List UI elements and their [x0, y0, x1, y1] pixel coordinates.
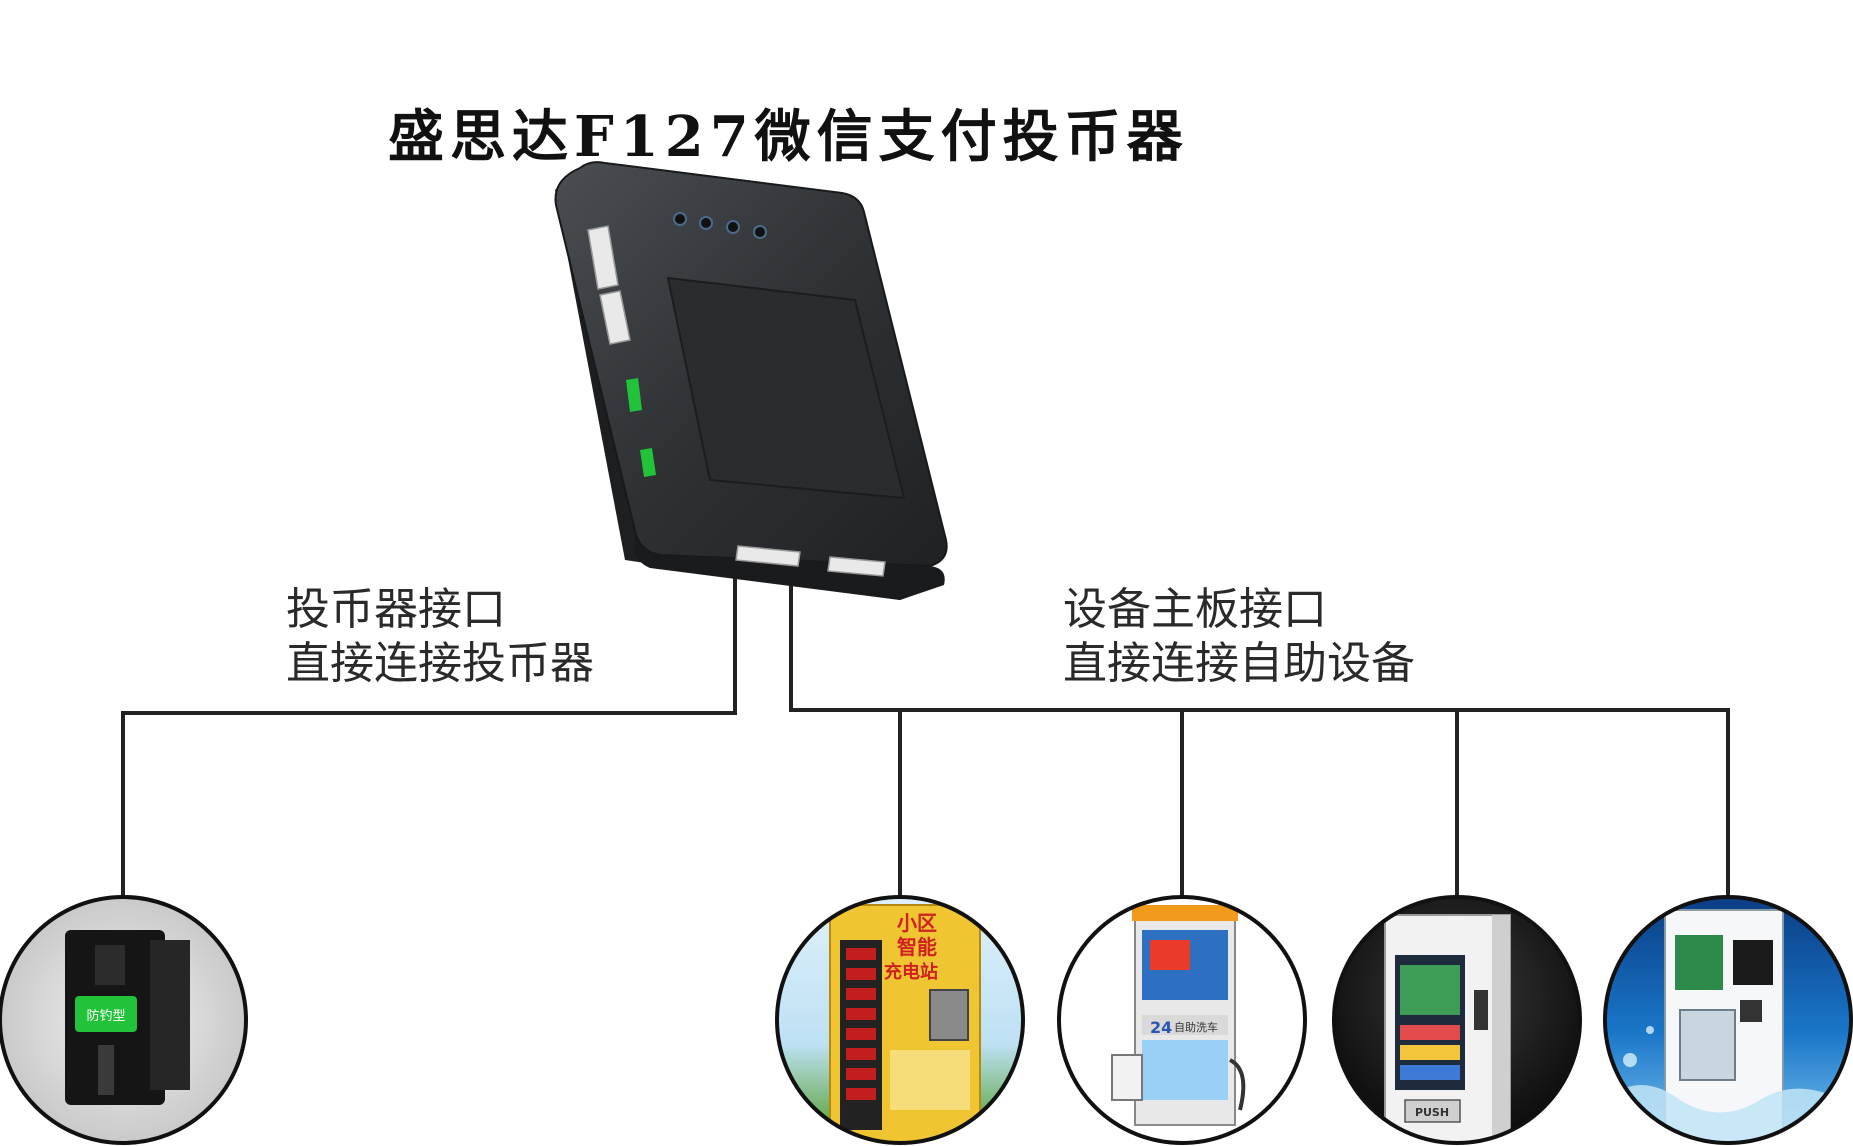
coin-interface-line1: 投币器接口	[286, 584, 506, 635]
charging-line3: 充电站	[884, 961, 938, 983]
charging-line2: 智能	[897, 935, 937, 959]
car-wash-image: 24 自助洗车	[1057, 895, 1307, 1145]
coin-interface-line2: 直接连接投币器	[286, 638, 594, 689]
vending-machine-image: PUSH	[1332, 895, 1582, 1145]
coin-acceptor-image: 防钓型	[0, 895, 248, 1145]
coin-connection-line	[121, 570, 737, 897]
page-title: 盛思达F127微信支付投币器	[388, 104, 1189, 170]
charging-line1: 小区	[897, 911, 937, 935]
coin-interface-label: 投币器接口 直接连接投币器	[286, 583, 594, 691]
car-wash-text: 自助洗车	[1174, 1020, 1218, 1034]
mainboard-interface-label: 设备主板接口 直接连接自助设备	[1063, 583, 1415, 691]
mainboard-connection-line	[789, 583, 1730, 897]
f127-device-image	[554, 161, 948, 600]
mainboard-interface-line1: 设备主板接口	[1063, 584, 1327, 635]
anti-fishing-badge-text: 防钓型	[86, 1008, 125, 1024]
vending-push-label: PUSH	[1415, 1106, 1449, 1119]
charging-station-image: 小区 智能 充电站	[775, 895, 1025, 1145]
car-wash-badge: 24	[1150, 1018, 1172, 1037]
water-dispenser-image	[1603, 895, 1853, 1145]
connection-lines	[121, 570, 1730, 897]
mainboard-interface-line2: 直接连接自助设备	[1063, 638, 1415, 689]
